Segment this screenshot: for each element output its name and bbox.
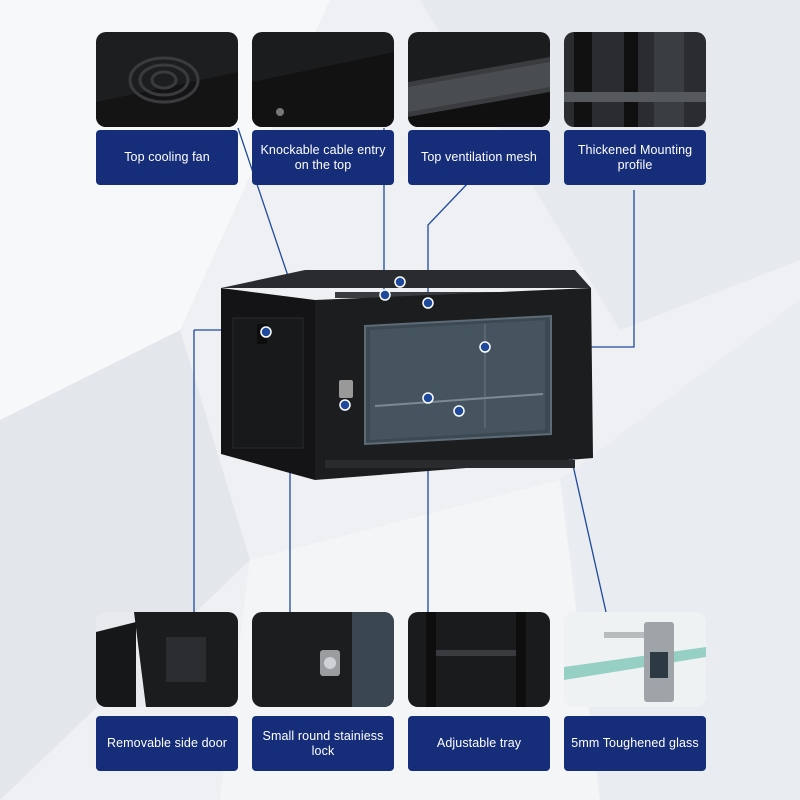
tray-thumbnail bbox=[408, 612, 550, 707]
mounting-profile-thumbnail bbox=[564, 32, 706, 127]
label-lock: Small round stainiess lock bbox=[252, 716, 394, 771]
label-top-cooling-fan: Top cooling fan bbox=[96, 130, 238, 185]
label-tray: Adjustable tray bbox=[408, 716, 550, 771]
glass-caliper-thumbnail bbox=[564, 612, 706, 707]
lock-thumbnail bbox=[252, 612, 394, 707]
ventilation-mesh-thumbnail bbox=[408, 32, 550, 127]
top-cooling-fan-thumbnail bbox=[96, 32, 238, 127]
label-ventilation-mesh: Top ventilation mesh bbox=[408, 130, 550, 185]
wall-mount-cabinet-image bbox=[215, 268, 595, 483]
side-door-thumbnail bbox=[96, 612, 238, 707]
label-side-door: Removable side door bbox=[96, 716, 238, 771]
label-cable-entry: Knockable cable entry on the top bbox=[252, 130, 394, 185]
label-glass: 5mm Toughened glass bbox=[564, 716, 706, 771]
label-mounting-profile: Thickened Mounting profile bbox=[564, 130, 706, 185]
cable-entry-thumbnail bbox=[252, 32, 394, 127]
